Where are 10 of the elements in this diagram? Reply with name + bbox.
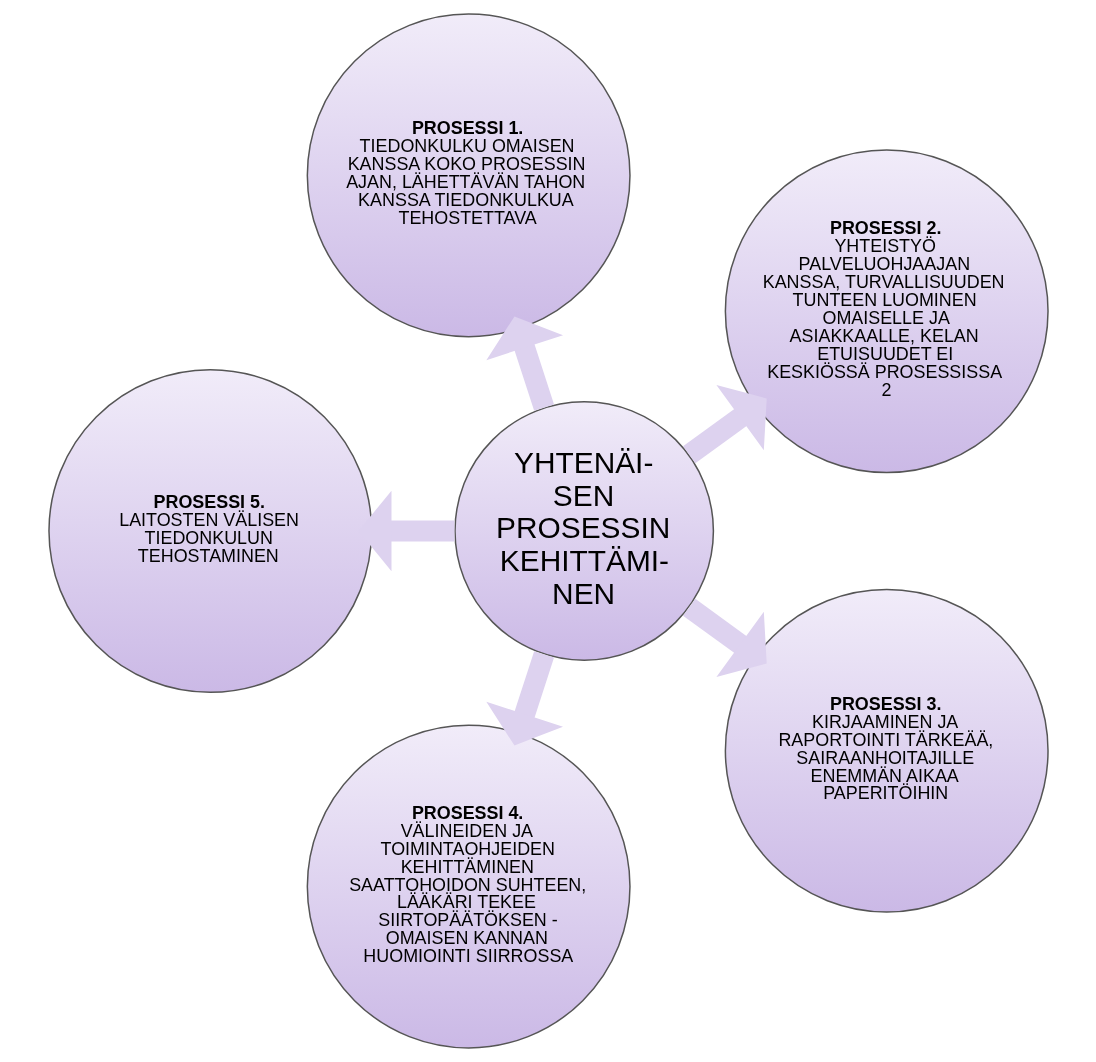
node-circle: PROSESSI 1. TIEDONKULKU OMAISEN KANSSA KOKO PROSESSIN AJAN, LÄHETTÄVÄN TAHON KANSSA TIEDONKULKUA TEHOSTETTAVA (306, 13, 631, 338)
arrow (682, 598, 767, 677)
arrow (485, 316, 563, 411)
arrow (682, 385, 767, 464)
node-circle: YHTENÄI- SEN PROSESSIN KEHITTÄMI- NEN (453, 401, 714, 661)
node-circle: PROSESSI 5. LAITOSTEN VÄLISEN TIEDONKULUN TEHOSTAMINEN (47, 368, 372, 694)
arrow (485, 651, 563, 746)
node-circle: PROSESSI 4. VÄLINEIDEN JA TOIMINTAOHJEIDEN KEHITTÄMINEN SAATTOHOIDON SUHTEEN, LÄÄKÄRI TEKEE SIIRTOPÄÄTÖKSEN - OMAISEN KANNAN HUOMIOINTI SIIRROSSA (306, 724, 631, 1049)
node-circle: PROSESSI 2. YHTEISTYÖ PALVELUOHJAAJAN KANSSA, TURVALLISUUDEN TUNTEEN LUOMINEN OMAISELLE JA ASIAKKAALLE, KELAN ETUISUUDET EI KESKIÖSSÄ PROSESSISSA 2 (724, 149, 1049, 474)
node-circle: PROSESSI 3. KIRJAAMINEN JA RAPORTOINTI TÄRKEÄÄ, SAIRAANHOITAJILLE ENEMMÄN AIKAA PAPERITÖIHIN (724, 588, 1049, 913)
